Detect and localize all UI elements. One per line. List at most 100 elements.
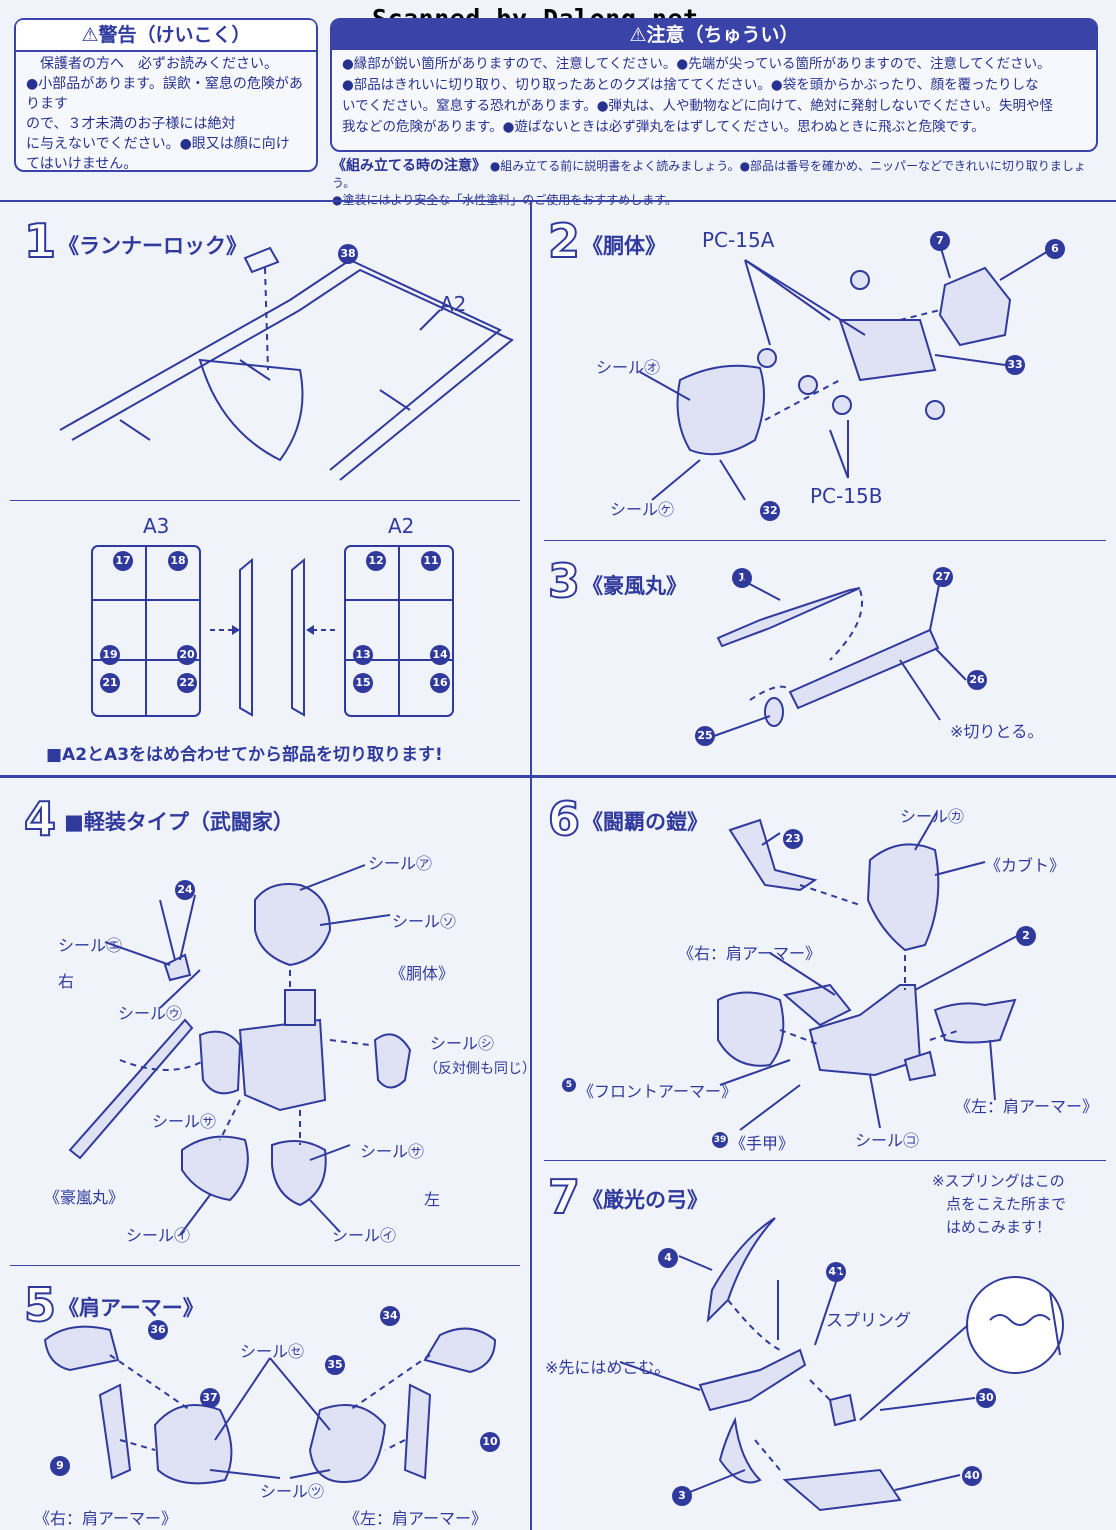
part-number: 30 — [976, 1388, 996, 1408]
divider — [530, 778, 532, 1530]
caution-text: ●縁部が鋭い箇所がありますので、注意してください。●先端が尖っている箇所がありま… — [342, 54, 1088, 138]
seal-label: シール㋙ — [855, 1131, 920, 1150]
part-number: 35 — [325, 1355, 345, 1375]
seal-label: シール㋚ — [152, 1112, 217, 1131]
divider — [10, 1265, 520, 1266]
step-title: 《闘覇の鎧》 — [582, 810, 708, 834]
seal-label: シール㋐ — [368, 854, 433, 873]
step-title: 《厳光の弓》 — [582, 1188, 708, 1212]
divider — [544, 540, 1106, 541]
spring-label: スプリング — [826, 1311, 911, 1331]
part-number: 26 — [967, 670, 987, 690]
part-number: 11 — [421, 551, 441, 571]
caution-title: ⚠注意（ちゅうい） — [332, 20, 1096, 50]
seal-label: シール㋘ — [610, 500, 675, 519]
part-number: 33 — [1005, 355, 1025, 375]
assembly-note-title: 《組み立てる時の注意》 — [332, 158, 486, 174]
caution-line: 我などの危険があります。●遊ばないときは必ず弾丸をはずしてください。思わぬときに… — [342, 119, 985, 135]
spring-note-line: ※スプリングはこの — [932, 1172, 1065, 1190]
step-number: 3 — [547, 554, 581, 608]
spring-note-line: はめこみます！ — [946, 1218, 1052, 1236]
seal-note: （反対側も同じ） — [424, 1061, 536, 1077]
left-shoulder-label: 《左：肩アーマー》 — [344, 1509, 488, 1528]
seal-label: シール㋔ — [596, 358, 661, 377]
part-number: 41 — [826, 1262, 846, 1282]
divider — [10, 500, 520, 501]
runner-note: ■A2とA3をはめ合わせてから部品を切り取ります! — [46, 745, 443, 765]
seal-label: シール㋕ — [900, 807, 965, 826]
part-number: 38 — [338, 244, 358, 264]
part-number: 4 — [658, 1248, 678, 1268]
part-number: 21 — [100, 673, 120, 693]
part-number: 16 — [430, 673, 450, 693]
seal-label: シール㋝ — [240, 1342, 305, 1361]
step-title: 《豪風丸》 — [582, 574, 687, 598]
seal-label: シール㋑ — [332, 1226, 397, 1245]
right-label: 右 — [58, 972, 75, 991]
step-number: 1 — [23, 214, 57, 268]
warning-line: ので、３才未満のお子様には絶対 — [26, 116, 236, 132]
caution-line: いでください。窒息する恐れがあります。●弾丸は、人や動物などに向けて、絶対に発射… — [342, 98, 1053, 114]
part-number: 39 — [712, 1132, 728, 1148]
part-number: 7 — [930, 231, 950, 251]
seal-label: シール㋒ — [118, 1004, 183, 1023]
divider — [530, 200, 532, 775]
part-number: 32 — [760, 501, 780, 521]
seal-label: シール㋚ — [360, 1142, 425, 1161]
seal-label: シール㋞ — [392, 912, 457, 931]
part-number: 12 — [366, 551, 386, 571]
step-number: 4 — [23, 792, 57, 846]
part-number: 10 — [480, 1432, 500, 1452]
part-number: 15 — [353, 673, 373, 693]
divider — [0, 200, 1116, 202]
step-number: 6 — [547, 792, 581, 846]
caution-line: ●縁部が鋭い箇所がありますので、注意してください。●先端が尖っている箇所がありま… — [342, 56, 1051, 72]
part-number: 17 — [113, 551, 133, 571]
part-number: 13 — [353, 645, 373, 665]
divider — [0, 775, 1116, 778]
cut-note: ※切りとる。 — [950, 722, 1044, 741]
seal-label: シール㋓ — [58, 936, 123, 955]
warning-line: 保護者の方へ 必ずお読みください。 — [40, 56, 278, 72]
part-number: 20 — [177, 645, 197, 665]
warning-title: ⚠警告（けいこく） — [16, 20, 316, 52]
helmet-label: 《カブト》 — [985, 856, 1066, 875]
seal-label: シール㋛ — [430, 1034, 495, 1053]
tip-note: ※先にはめこむ。 — [545, 1358, 671, 1377]
pc-15a-label: PC-15A — [702, 228, 775, 252]
assembly-note-line1: ●組み立てる前に説明書をよく読みましょう。●部品は番号を確かめ、ニッパーなどでき… — [332, 159, 1086, 190]
spring-note-line: 点をこえた所まで — [946, 1195, 1067, 1213]
caution-box: ⚠注意（ちゅうい） ●縁部が鋭い箇所がありますので、注意してください。●先端が尖… — [330, 18, 1098, 152]
part-number: 14 — [430, 645, 450, 665]
part-number: 2 — [1016, 926, 1036, 946]
part-number: 40 — [962, 1466, 982, 1486]
part-number: 3 — [672, 1486, 692, 1506]
runner-label-a2: A2 — [388, 514, 415, 538]
part-number: 34 — [380, 1306, 400, 1326]
seal-label: シール㋡ — [260, 1482, 325, 1501]
part-number: 25 — [695, 726, 715, 746]
warning-line: ●小部品があります。誤飲・窒息の危険があります — [26, 76, 303, 112]
seal-label: シール㋑ — [126, 1226, 191, 1245]
part-number: 9 — [50, 1456, 70, 1476]
part-number: 19 — [100, 645, 120, 665]
part-number: 37 — [200, 1388, 220, 1408]
left-shoulder-label: 《左：肩アーマー》 — [955, 1097, 1099, 1116]
part-number: 24 — [175, 880, 195, 900]
warning-box: ⚠警告（けいこく） 保護者の方へ 必ずお読みください。 ●小部品があります。誤飲… — [14, 18, 318, 172]
warning-text: 保護者の方へ 必ずお読みください。 ●小部品があります。誤飲・窒息の危険がありま… — [26, 54, 308, 174]
spring-note: ※スプリングはこの 点をこえた所まで はめこみます！ — [932, 1170, 1066, 1239]
step-title: 《ランナーロック》 — [58, 234, 247, 258]
runner-label-a3: A3 — [143, 514, 170, 538]
caution-line: ●部品はきれいに切り取り、切り取ったあとのクズは捨ててください。●袋を頭からかぶ… — [342, 77, 1039, 93]
step-number: 7 — [547, 1170, 581, 1224]
front-armor-label: 《フロントアーマー》 — [578, 1082, 738, 1101]
step-title: 《胴体》 — [582, 234, 666, 258]
step-title: ■軽装タイプ（武闘家） — [64, 810, 294, 834]
